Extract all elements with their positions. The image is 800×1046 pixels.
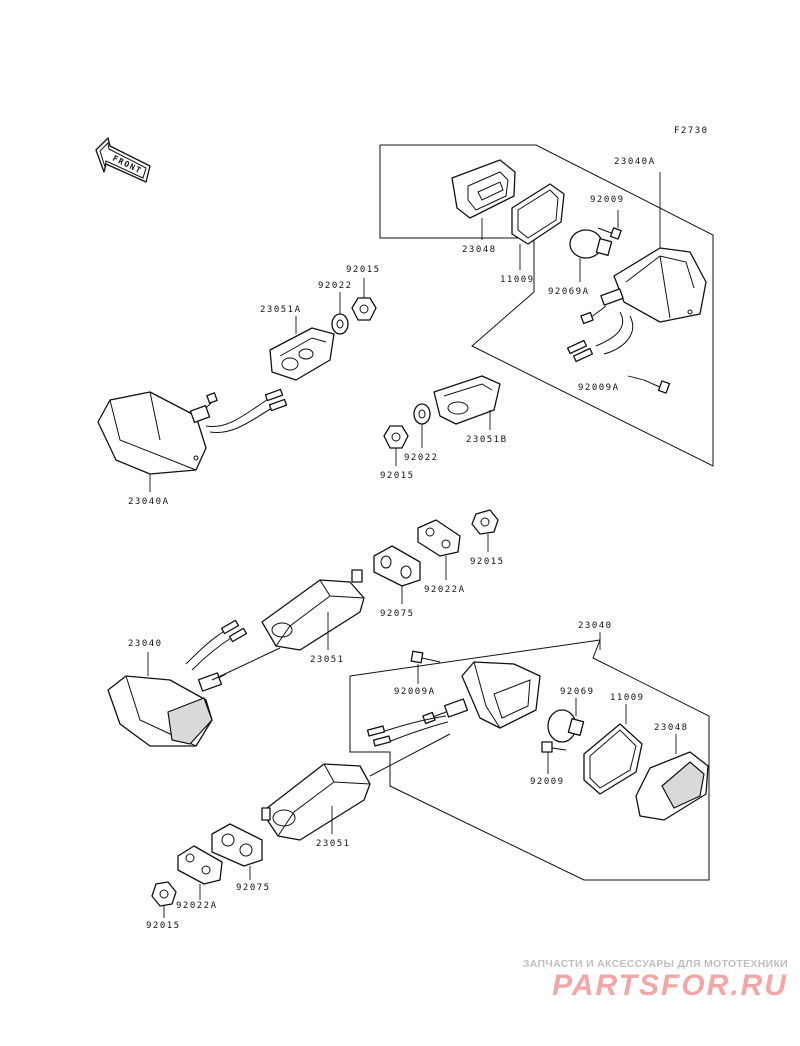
label-92015-mid: 92015: [380, 471, 415, 481]
label-23040-lower-assembly: 23040: [578, 621, 613, 631]
label-92022-mid: 92022: [404, 453, 439, 463]
front-arrow-icon: FRONT: [95, 137, 151, 183]
figure-code: F2730: [674, 126, 709, 136]
nut-92015-lower: [151, 881, 177, 907]
label-92022A-lower: 92022A: [176, 901, 218, 911]
label-23040A-upper: 23040A: [614, 157, 656, 167]
upper-assembly-frame: [379, 144, 714, 467]
label-92015-right: 92015: [470, 557, 505, 567]
washer-92022-mid: [413, 403, 431, 425]
watermark-brand: PARTSFOR.RU: [552, 969, 788, 1002]
lower-assembly-frame: [349, 639, 710, 881]
screw-92009A-lower: [410, 650, 441, 664]
label-92069: 92069: [560, 687, 595, 697]
plate-92022A-right: [417, 519, 461, 557]
label-23051A: 23051A: [260, 305, 302, 315]
rubber-mount-23051A: [269, 327, 335, 381]
label-92009A-upper: 92009A: [578, 383, 620, 393]
label-92009-lower: 92009: [530, 777, 565, 787]
rubber-mount-23051B: [433, 375, 501, 425]
label-92075-mid: 92075: [380, 609, 415, 619]
label-92009A-lower: 92009A: [394, 687, 436, 697]
turn-signal-housing-upper-right: [566, 247, 707, 363]
label-92069A: 92069A: [548, 287, 590, 297]
connector-line: [211, 647, 281, 681]
screw-92009-lower: [541, 741, 567, 753]
label-23040: 23040: [128, 639, 163, 649]
turn-signal-left-23040: [107, 619, 248, 747]
label-92009-upper: 92009: [590, 195, 625, 205]
label-92075-lower: 92075: [236, 883, 271, 893]
label-92015-lower: 92015: [146, 921, 181, 931]
label-23048-upper: 23048: [462, 245, 497, 255]
screw-92009-upper: [597, 227, 622, 240]
gasket-11009-upper: [511, 183, 565, 245]
nut-92015-upper: [351, 297, 377, 321]
bulb-92069A: [569, 229, 613, 259]
nut-92015-mid: [383, 425, 409, 449]
turn-signal-housing-lower-right: [366, 661, 541, 747]
label-23051-mid: 23051: [310, 655, 345, 665]
sleeve-23051-mid: [261, 569, 365, 651]
lens-23048-upper: [451, 159, 516, 219]
label-23048-lower: 23048: [654, 723, 689, 733]
connector-line: [369, 733, 451, 777]
label-23051-lower: 23051: [316, 839, 351, 849]
label-92022A-right: 92022A: [424, 585, 466, 595]
washer-92022-upper: [331, 313, 349, 335]
label-11009-upper: 11009: [500, 275, 535, 285]
label-92022-upper: 92022: [318, 281, 353, 291]
lens-23048-lower: [635, 751, 709, 821]
label-92015-upper: 92015: [346, 265, 381, 275]
label-23051B: 23051B: [466, 435, 508, 445]
watermark: ЗАПЧАСТИ И АКСЕССУАРЫ ДЛЯ МОТОТЕХНИКИ PA…: [523, 958, 788, 1002]
turn-signal-left-23040A: [97, 388, 288, 475]
grommet-92075-lower: [211, 823, 263, 867]
screw-92009A-upper: [643, 379, 671, 394]
label-23040A-left: 23040A: [128, 497, 170, 507]
gasket-11009-lower: [583, 723, 643, 795]
sleeve-23051-lower: [261, 763, 371, 841]
label-11009-lower: 11009: [610, 693, 645, 703]
bulb-92069: [547, 709, 585, 743]
watermark-tagline: ЗАПЧАСТИ И АКСЕССУАРЫ ДЛЯ МОТОТЕХНИКИ: [522, 958, 788, 970]
plate-92022A-lower: [177, 845, 223, 885]
grommet-92075-mid: [373, 545, 421, 587]
nut-92015-right: [471, 509, 499, 535]
